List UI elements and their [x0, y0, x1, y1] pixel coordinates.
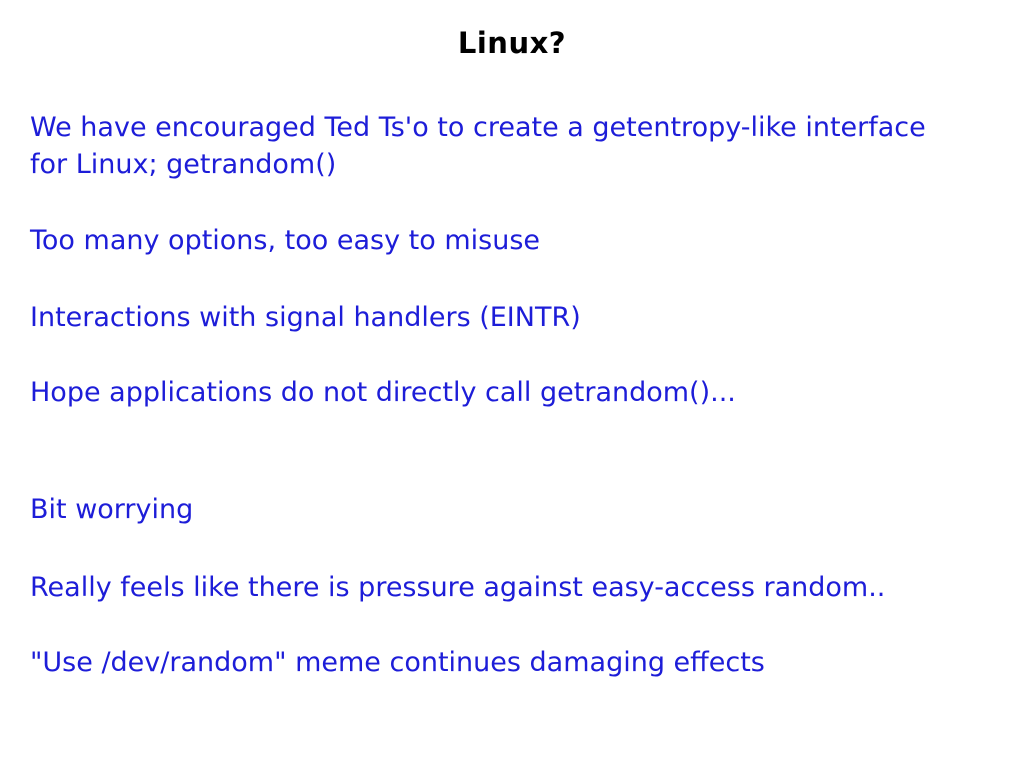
slide-text-line: Really feels like there is pressure agai…: [30, 572, 886, 603]
slide-text-line: Too many options, too easy to misuse: [30, 225, 540, 256]
slide-text-line: Bit worrying: [30, 494, 194, 525]
slide-text-line: for Linux; getrandom(): [30, 149, 337, 180]
slide-text-line: Interactions with signal handlers (EINTR…: [30, 302, 581, 333]
slide-title: Linux?: [457, 26, 567, 60]
slide-text-line: Hope applications do not directly call g…: [30, 377, 736, 408]
slide-text-line: We have encouraged Ted Ts'o to create a …: [30, 112, 926, 143]
slide-text-line: "Use /dev/random" meme continues damagin…: [30, 647, 765, 678]
